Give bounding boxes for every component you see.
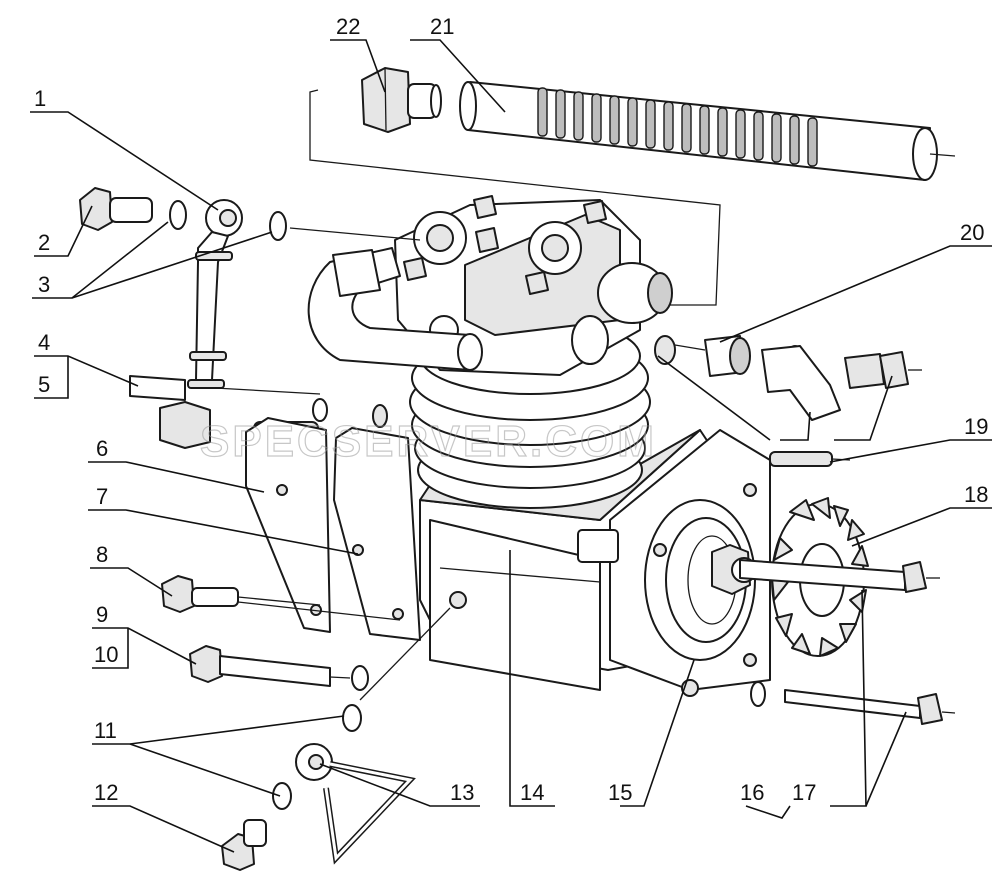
fitting-nut <box>361 67 442 133</box>
callout-3: 3 <box>38 272 50 297</box>
lower-banjo <box>221 704 362 871</box>
stud <box>769 451 851 467</box>
gear-bolt <box>739 559 940 593</box>
callout-14: 14 <box>520 780 544 805</box>
banjo-fitting <box>79 187 287 241</box>
bent-pipe <box>323 591 467 865</box>
callout-8: 8 <box>96 542 108 567</box>
intake-pipe <box>307 247 483 371</box>
callout-15: 15 <box>608 780 632 805</box>
assembly-bracket-line <box>309 89 721 306</box>
callout-13: 13 <box>450 780 474 805</box>
callout-19: 19 <box>964 414 988 439</box>
callout-22: 22 <box>336 14 360 39</box>
callout-18: 18 <box>964 482 988 507</box>
callout-12: 12 <box>94 780 118 805</box>
leader-lines <box>30 39 992 853</box>
flange-bolt <box>750 681 956 725</box>
callout-5: 5 <box>38 372 50 397</box>
callout-11: 11 <box>94 718 117 743</box>
callout-21: 21 <box>430 14 454 39</box>
gasket-washers <box>312 398 388 428</box>
callout-1: 1 <box>34 86 46 111</box>
gasket-6 <box>245 417 331 633</box>
callout-9: 9 <box>96 602 108 627</box>
callout-10: 10 <box>94 642 118 667</box>
cylinder-head <box>394 195 673 376</box>
spring-coils <box>537 87 818 167</box>
callout-labels: 1 2 3 4 5 6 7 8 9 10 11 12 13 14 15 16 1… <box>34 14 988 805</box>
spring-sleeve <box>459 81 956 181</box>
callout-4: 4 <box>38 330 50 355</box>
callout-6: 6 <box>96 436 108 461</box>
short-bolt <box>161 575 321 613</box>
callout-16: 16 <box>740 780 764 805</box>
callout-7: 7 <box>96 484 108 509</box>
callout-17: 17 <box>792 780 816 805</box>
callout-2: 2 <box>38 230 50 255</box>
centerlines <box>214 227 706 701</box>
long-bolt <box>189 645 369 691</box>
outlet-fitting <box>654 335 922 421</box>
oil-pipe <box>187 231 233 389</box>
callout-20: 20 <box>960 220 984 245</box>
watermark: SPECSERVER.COM <box>200 417 657 466</box>
gasket-7 <box>333 427 421 641</box>
